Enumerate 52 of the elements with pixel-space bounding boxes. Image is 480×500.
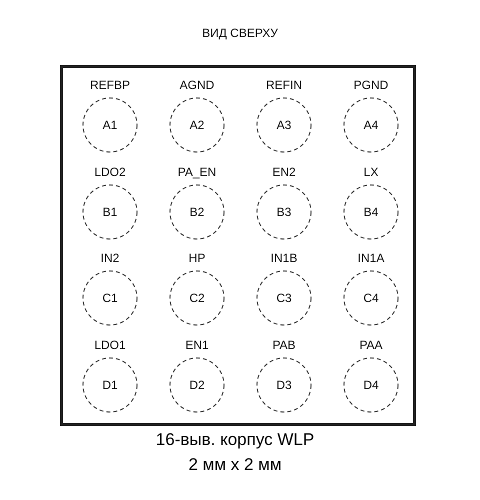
pin-name: IN1A (356, 251, 386, 265)
pin-name: IN1B (270, 251, 298, 265)
solder-ball-outline (343, 356, 399, 412)
pin-name: PAA (358, 338, 384, 352)
solder-ball-outline (82, 356, 138, 412)
pin-number: D2 (189, 378, 205, 392)
pin-name: AGND (178, 78, 216, 92)
pin-number: A1 (102, 118, 118, 132)
pin-name: LX (362, 164, 380, 178)
solder-ball-outline (256, 184, 312, 240)
solder-ball-outline (82, 97, 138, 153)
pin-number: B2 (190, 204, 204, 218)
pin-number: A3 (276, 118, 292, 132)
pin-name: EN1 (184, 338, 210, 352)
solder-ball-outline (169, 184, 225, 240)
pin-name: IN2 (100, 251, 120, 265)
solder-ball-outline (343, 97, 399, 153)
solder-ball-outline (256, 356, 312, 412)
package-caption: 16-выв. корпус WLP (154, 430, 316, 450)
pin-name: EN2 (271, 164, 297, 178)
pin-number: A2 (190, 118, 204, 132)
pin-name: PAB (271, 338, 297, 352)
solder-ball-outline (343, 270, 399, 326)
package-outline (60, 65, 416, 426)
pin-name: HP (188, 251, 206, 265)
pin-number: D3 (276, 378, 292, 392)
pin-number: B4 (364, 204, 378, 218)
solder-ball-outline (343, 184, 399, 240)
solder-ball-outline (169, 97, 225, 153)
dimension-note: 2 мм x 2 мм (187, 455, 283, 475)
pin-name: REFBP (88, 78, 131, 92)
pin-number: C1 (102, 291, 118, 305)
pin-number: C4 (363, 291, 379, 305)
solder-ball-outline (169, 356, 225, 412)
pin-number: D4 (363, 378, 379, 392)
pin-number: C2 (189, 291, 205, 305)
pin-number: C3 (276, 291, 292, 305)
pin-number: A4 (364, 118, 378, 132)
solder-ball-outline (256, 270, 312, 326)
solder-ball-outline (169, 270, 225, 326)
solder-ball-outline (256, 97, 312, 153)
pin-name: LDO2 (93, 164, 127, 178)
view-title: ВИД СВЕРХУ (201, 26, 279, 40)
solder-ball-outline (82, 184, 138, 240)
pin-number: B1 (102, 204, 118, 218)
pin-name: PGND (352, 78, 390, 92)
solder-ball-outline (82, 270, 138, 326)
pin-name: PA_EN (176, 164, 218, 178)
pin-number: B3 (276, 204, 292, 218)
pin-name: LDO1 (93, 338, 127, 352)
pin-number: D1 (102, 378, 118, 392)
pin-name: REFIN (265, 78, 303, 92)
